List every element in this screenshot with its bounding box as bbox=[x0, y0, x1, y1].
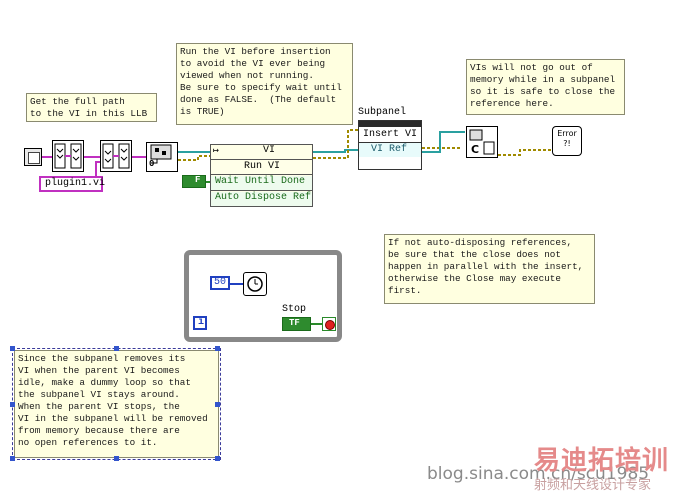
loop-iteration-terminal: i bbox=[193, 316, 207, 330]
param-wait-label: Wait Until Done bbox=[215, 176, 306, 187]
dummy-while-loop[interactable] bbox=[184, 250, 342, 342]
resize-handle-tm[interactable] bbox=[114, 346, 119, 351]
subpanel-label: Subpanel bbox=[358, 107, 407, 118]
resize-handle-br[interactable] bbox=[215, 456, 220, 461]
stop-sign-icon bbox=[325, 320, 335, 330]
loop-condition-terminal[interactable] bbox=[322, 317, 336, 331]
insert-method-label: Insert VI bbox=[363, 129, 418, 140]
param-vi-ref[interactable]: VI Ref bbox=[359, 143, 421, 157]
subpanel-insert-vi-node[interactable]: Insert VI VI Ref bbox=[358, 120, 422, 170]
resize-handle-bm[interactable] bbox=[114, 456, 119, 461]
error-wire-1 bbox=[178, 155, 210, 161]
ref-wire-2 bbox=[313, 149, 358, 153]
zero-constant: 0 bbox=[149, 159, 155, 169]
close-reference-node[interactable]: C bbox=[466, 126, 498, 158]
error-wire-2 bbox=[313, 129, 358, 159]
note-not-out-of-memory: VIs will not go out of memory while in a… bbox=[466, 59, 625, 115]
wait-ms-node[interactable] bbox=[243, 272, 267, 296]
vi-icon bbox=[28, 152, 40, 164]
invoke-class-label: VI bbox=[263, 145, 276, 156]
param-auto-label: Auto Dispose Ref bbox=[215, 192, 312, 203]
error-handler-icon: Error ?! bbox=[557, 129, 577, 148]
resize-handle-ml[interactable] bbox=[10, 402, 15, 407]
svg-text:C: C bbox=[471, 143, 479, 156]
close-reference-icon: C bbox=[469, 129, 495, 156]
plugin-path-text: plugin1.vi bbox=[45, 178, 106, 189]
run-vi-invoke-node[interactable]: ↦ VI Run VI Wait Until Done Auto Dispose… bbox=[210, 144, 313, 207]
current-vi-path-node[interactable] bbox=[24, 148, 42, 166]
loop-ms-constant[interactable]: 50 bbox=[210, 276, 230, 290]
error-wire-4 bbox=[498, 149, 552, 156]
open-reference-icon bbox=[150, 144, 172, 164]
invoke-method-row: Run VI bbox=[211, 160, 312, 175]
loop-ms-text: 50 bbox=[214, 277, 227, 288]
open-vi-reference-node[interactable]: 0 bbox=[146, 142, 178, 172]
resize-handle-tr[interactable] bbox=[215, 346, 220, 351]
plugin-path-constant[interactable]: plugin1.vi bbox=[39, 176, 106, 192]
note-run-first: Run the VI before insertion to avoid the… bbox=[176, 43, 353, 125]
note-auto-dispose: If not auto-disposing references, be sur… bbox=[384, 234, 595, 304]
watermark-brand: 易迪拓培训 bbox=[534, 446, 670, 476]
build-path-node[interactable] bbox=[100, 140, 132, 172]
invoke-arrow-icon: ↦ bbox=[213, 146, 220, 157]
resize-handle-bl[interactable] bbox=[10, 456, 15, 461]
watermark-subtitle: 射频和天线设计专家 bbox=[534, 478, 652, 493]
strip-path-node[interactable] bbox=[52, 140, 84, 172]
wait-false-constant[interactable]: F bbox=[182, 175, 206, 188]
build-path-icon bbox=[102, 143, 130, 169]
param-auto-dispose[interactable]: Auto Dispose Ref bbox=[211, 192, 312, 206]
vi-ref-label: VI Ref bbox=[371, 144, 408, 155]
note-get-path: Get the full path to the VI in this LLB bbox=[26, 93, 157, 122]
invoke-class-header: ↦ VI bbox=[211, 145, 312, 160]
watermark-url: blog.sina.com.cn/scu1985 bbox=[427, 464, 650, 484]
stop-value-text: TF bbox=[289, 318, 300, 328]
param-wait-until-done[interactable]: Wait Until Done bbox=[211, 176, 312, 191]
resize-handle-mr[interactable] bbox=[215, 402, 220, 407]
resize-handle-tl[interactable] bbox=[10, 346, 15, 351]
strip-path-icon bbox=[54, 143, 82, 169]
note-dummy-loop[interactable]: Since the subpanel removes its VI when t… bbox=[14, 350, 219, 458]
subpanel-ref-bar bbox=[359, 121, 421, 127]
stop-button-terminal[interactable]: TF bbox=[282, 317, 311, 331]
false-text: F bbox=[195, 175, 201, 185]
ref-wire-3 bbox=[422, 131, 465, 153]
insert-method-row: Insert VI bbox=[359, 128, 421, 143]
simple-error-handler-node[interactable]: Error ?! bbox=[552, 126, 582, 156]
stop-label: Stop bbox=[282, 304, 307, 315]
iteration-text: i bbox=[198, 317, 205, 328]
wait-clock-icon bbox=[247, 276, 263, 292]
selection-marquee bbox=[12, 348, 221, 460]
invoke-method-label: Run VI bbox=[244, 161, 281, 172]
